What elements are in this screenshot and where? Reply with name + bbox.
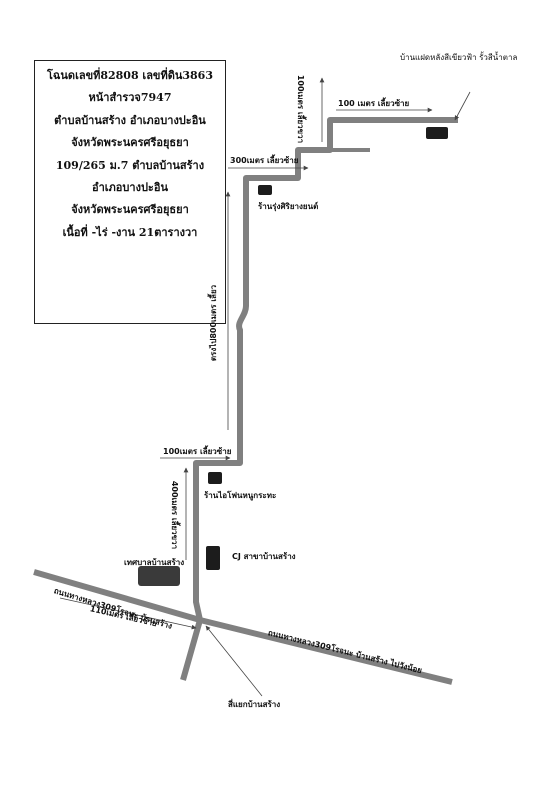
right-100-vertical-label: 100เมตร เลี้ยวขวา	[296, 74, 306, 144]
left-100-mid-label: 100เมตร เลี้ยวซ้าย	[163, 447, 232, 456]
straight-800-label: ตรงไป800เมตร เลี้ยว	[209, 284, 219, 362]
parcel-info-box: โฉนดเลขที่82808 เลขที่ดิน3863 หน้าสำรวจ7…	[34, 60, 226, 324]
cj-store-label: CJ สาขาบ้านสร้าง	[232, 552, 296, 561]
province-line: จังหวัดพระนครศรีอยุธยา	[71, 136, 189, 150]
left-300-label: 300เมตร เลี้ยวซ้าย	[230, 156, 299, 165]
district-line: อำเภอบางปะอิน	[92, 180, 168, 194]
arrow-intersection	[205, 625, 263, 697]
left-100-top-label: 100 เมตร เลี้ยวซ้าย	[338, 99, 410, 108]
shop-iphone-label: ร้านไอโฟนหนูกระทะ	[204, 491, 277, 500]
shop-rungsiri-label: ร้านรุ่งศิริยางยนต์	[258, 202, 319, 211]
intersection-label: สี่แยกบ้านสร้าง	[228, 700, 281, 709]
cj-store-marker	[206, 546, 220, 570]
right-400-vertical-label: 400เมตร เลี้ยวขวา	[170, 480, 180, 550]
municipality-label: เทศบาลบ้านสร้าง	[124, 558, 185, 567]
area-line: เนื้อที่ -ไร่ -งาน 21ตารางวา	[62, 225, 198, 239]
destination-marker	[426, 127, 448, 139]
province-line-2: จังหวัดพระนครศรีอยุธยา	[71, 203, 189, 217]
destination-label: บ้านแฝดหลังสีเขียวฟ้า รั้วสีน้ำตาล	[400, 53, 518, 62]
deed-title: โฉนดเลขที่82808 เลขที่ดิน3863	[47, 69, 213, 82]
shop-rungsiri-marker	[258, 185, 272, 195]
shop-iphone-marker	[208, 472, 222, 484]
subdistrict-line: ตำบลบ้านสร้าง อำเภอบางปะอิน	[54, 113, 206, 127]
arrow-110	[59, 597, 197, 630]
main-route-road	[180, 117, 458, 681]
municipality-marker	[138, 566, 180, 586]
survey-page: หน้าสำรวจ7947	[88, 91, 172, 105]
address-line: 109/265 ม.7 ตำบลบ้านสร้าง	[55, 158, 205, 172]
arrow-destination	[454, 91, 471, 121]
